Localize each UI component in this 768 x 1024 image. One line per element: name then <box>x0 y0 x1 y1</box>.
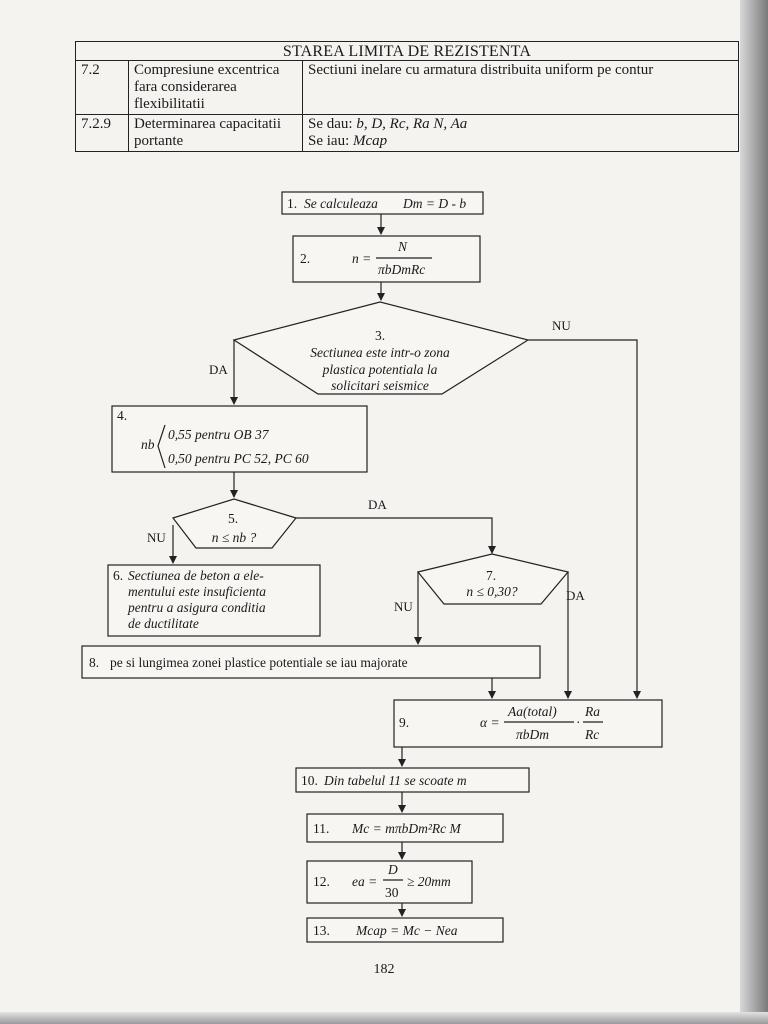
step-7-decision: 7. n ≤ 0,30? <box>416 553 570 605</box>
step-9-denominator: πbDm <box>516 727 549 742</box>
step-1-box: 1. Se calculeaza Dm = D - b <box>281 191 484 215</box>
step-9-number: 9. <box>399 715 409 730</box>
step-6-line-3: pentru a asigura conditia <box>127 600 266 615</box>
step-3-number: 3. <box>375 328 385 343</box>
step-5-decision: 5. n ≤ nb ? <box>172 498 298 549</box>
given-label: Se dau: <box>308 116 353 132</box>
step-11-box: 11. Mc = mπbDm²Rc M <box>306 813 504 843</box>
step-5-number: 5. <box>228 511 238 526</box>
step-11-formula: Mc = mπbDm²Rc M <box>351 821 462 836</box>
brace <box>157 424 166 469</box>
row-topic: Determinarea capacitatii portante <box>128 114 303 152</box>
step-2-box: 2. n = N πbDmRc <box>292 235 481 283</box>
step-4-number: 4. <box>117 408 127 423</box>
step-8-box: 8. pe si lungimea zonei plastice potenti… <box>81 645 541 679</box>
step-4-variable: nb <box>141 437 155 452</box>
step-9-numerator: Aa(total) <box>507 704 557 719</box>
step-6-line-4: de ductilitate <box>128 616 199 631</box>
step-3-decision: 3. Sectiunea este intr-o zona plastica p… <box>232 301 530 395</box>
step-6-box: 6. Sectiunea de beton a ele- mentului es… <box>107 564 321 637</box>
step-13-number: 13. <box>313 923 330 938</box>
label-da-7: DA <box>566 588 585 603</box>
step-12-denominator: 30 <box>385 885 399 900</box>
label-nu-3: NU <box>552 318 571 333</box>
table-row: 7.2 Compresiune excentrica fara consider… <box>75 60 739 115</box>
step-12-numerator: D <box>387 862 398 877</box>
step-2-lhs: n = <box>352 251 371 266</box>
step-10-text: Din tabelul 11 se scoate m <box>323 773 467 788</box>
step-1-number: 1. <box>287 196 297 211</box>
page-bottom-edge <box>0 1012 768 1024</box>
given-vars: b, D, Rc, Ra N, Aa <box>356 116 468 132</box>
step-8-number: 8. <box>89 655 99 670</box>
step-2-number: 2. <box>300 251 310 266</box>
step-8-text: pe si lungimea zonei plastice potentiale… <box>110 655 408 670</box>
label-da-5: DA <box>368 497 387 512</box>
row-given: Se dau: b, D, Rc, Ra N, Aa Se iau: Mcap <box>302 114 739 152</box>
step-7-number: 7. <box>486 568 496 583</box>
step-9-lhs: α = <box>480 715 500 730</box>
table-row: 7.2.9 Determinarea capacitatii portante … <box>75 114 739 152</box>
step-4-option-2: 0,50 pentru PC 52, PC 60 <box>168 451 309 466</box>
step-6-line-1: Sectiunea de beton a ele- <box>128 568 264 583</box>
take-vars: Mcap <box>353 133 388 149</box>
step-2-numerator: N <box>397 239 408 254</box>
step-12-number: 12. <box>313 874 330 889</box>
label-nu-5: NU <box>147 530 166 545</box>
step-1-formula: Dm = D - b <box>402 196 466 211</box>
step-1-text: Se calculeaza <box>304 196 378 211</box>
page-number: 182 <box>373 962 395 977</box>
spec-table: STAREA LIMITA DE REZISTENTA 7.2 Compresi… <box>75 41 739 152</box>
step-9-denominator-2: Rc <box>584 727 599 742</box>
step-4-option-1: 0,55 pentru OB 37 <box>168 427 270 442</box>
step-12-rhs: ≥ 20mm <box>407 874 451 889</box>
step-3-line-3: solicitari seismice <box>331 378 429 393</box>
step-10-number: 10. <box>301 773 318 788</box>
step-13-formula: Mcap = Mc − Nea <box>355 923 458 938</box>
step-5-condition: n ≤ nb ? <box>212 530 257 545</box>
step-12-box: 12. ea = D 30 ≥ 20mm <box>306 860 473 904</box>
row-topic: Compresiune excentrica fara considerarea… <box>128 60 303 115</box>
connectors <box>169 214 641 917</box>
label-da-3: DA <box>209 362 228 377</box>
step-3-line-1: Sectiunea este intr-o zona <box>310 345 450 360</box>
step-3-line-2: plastica potentiala la <box>322 362 438 377</box>
step-2-denominator: πbDmRc <box>378 262 425 277</box>
step-11-number: 11. <box>313 821 329 836</box>
step-9-box: 9. α = Aa(total) πbDm · Ra Rc <box>393 699 663 748</box>
step-10-box: 10. Din tabelul 11 se scoate m <box>295 767 530 793</box>
take-label: Se iau: <box>308 133 350 149</box>
step-6-line-2: mentului este insuficienta <box>128 584 266 599</box>
step-7-condition: n ≤ 0,30? <box>466 584 518 599</box>
branch-labels: DA NU DA NU NU DA <box>147 318 585 614</box>
label-nu-7: NU <box>394 599 413 614</box>
step-9-numerator-2: Ra <box>584 704 600 719</box>
step-9-dot: · <box>576 715 581 730</box>
step-13-box: 13. Mcap = Mc − Nea <box>306 917 504 943</box>
row-description: Sectiuni inelare cu armatura distribuita… <box>302 60 739 115</box>
page-edge-shadow <box>740 0 768 1024</box>
step-12-lhs: ea = <box>352 874 377 889</box>
row-number: 7.2.9 <box>75 114 129 152</box>
step-4-box: 4. nb 0,55 pentru OB 37 0,50 pentru PC 5… <box>111 405 368 473</box>
step-6-number: 6. <box>113 568 123 583</box>
